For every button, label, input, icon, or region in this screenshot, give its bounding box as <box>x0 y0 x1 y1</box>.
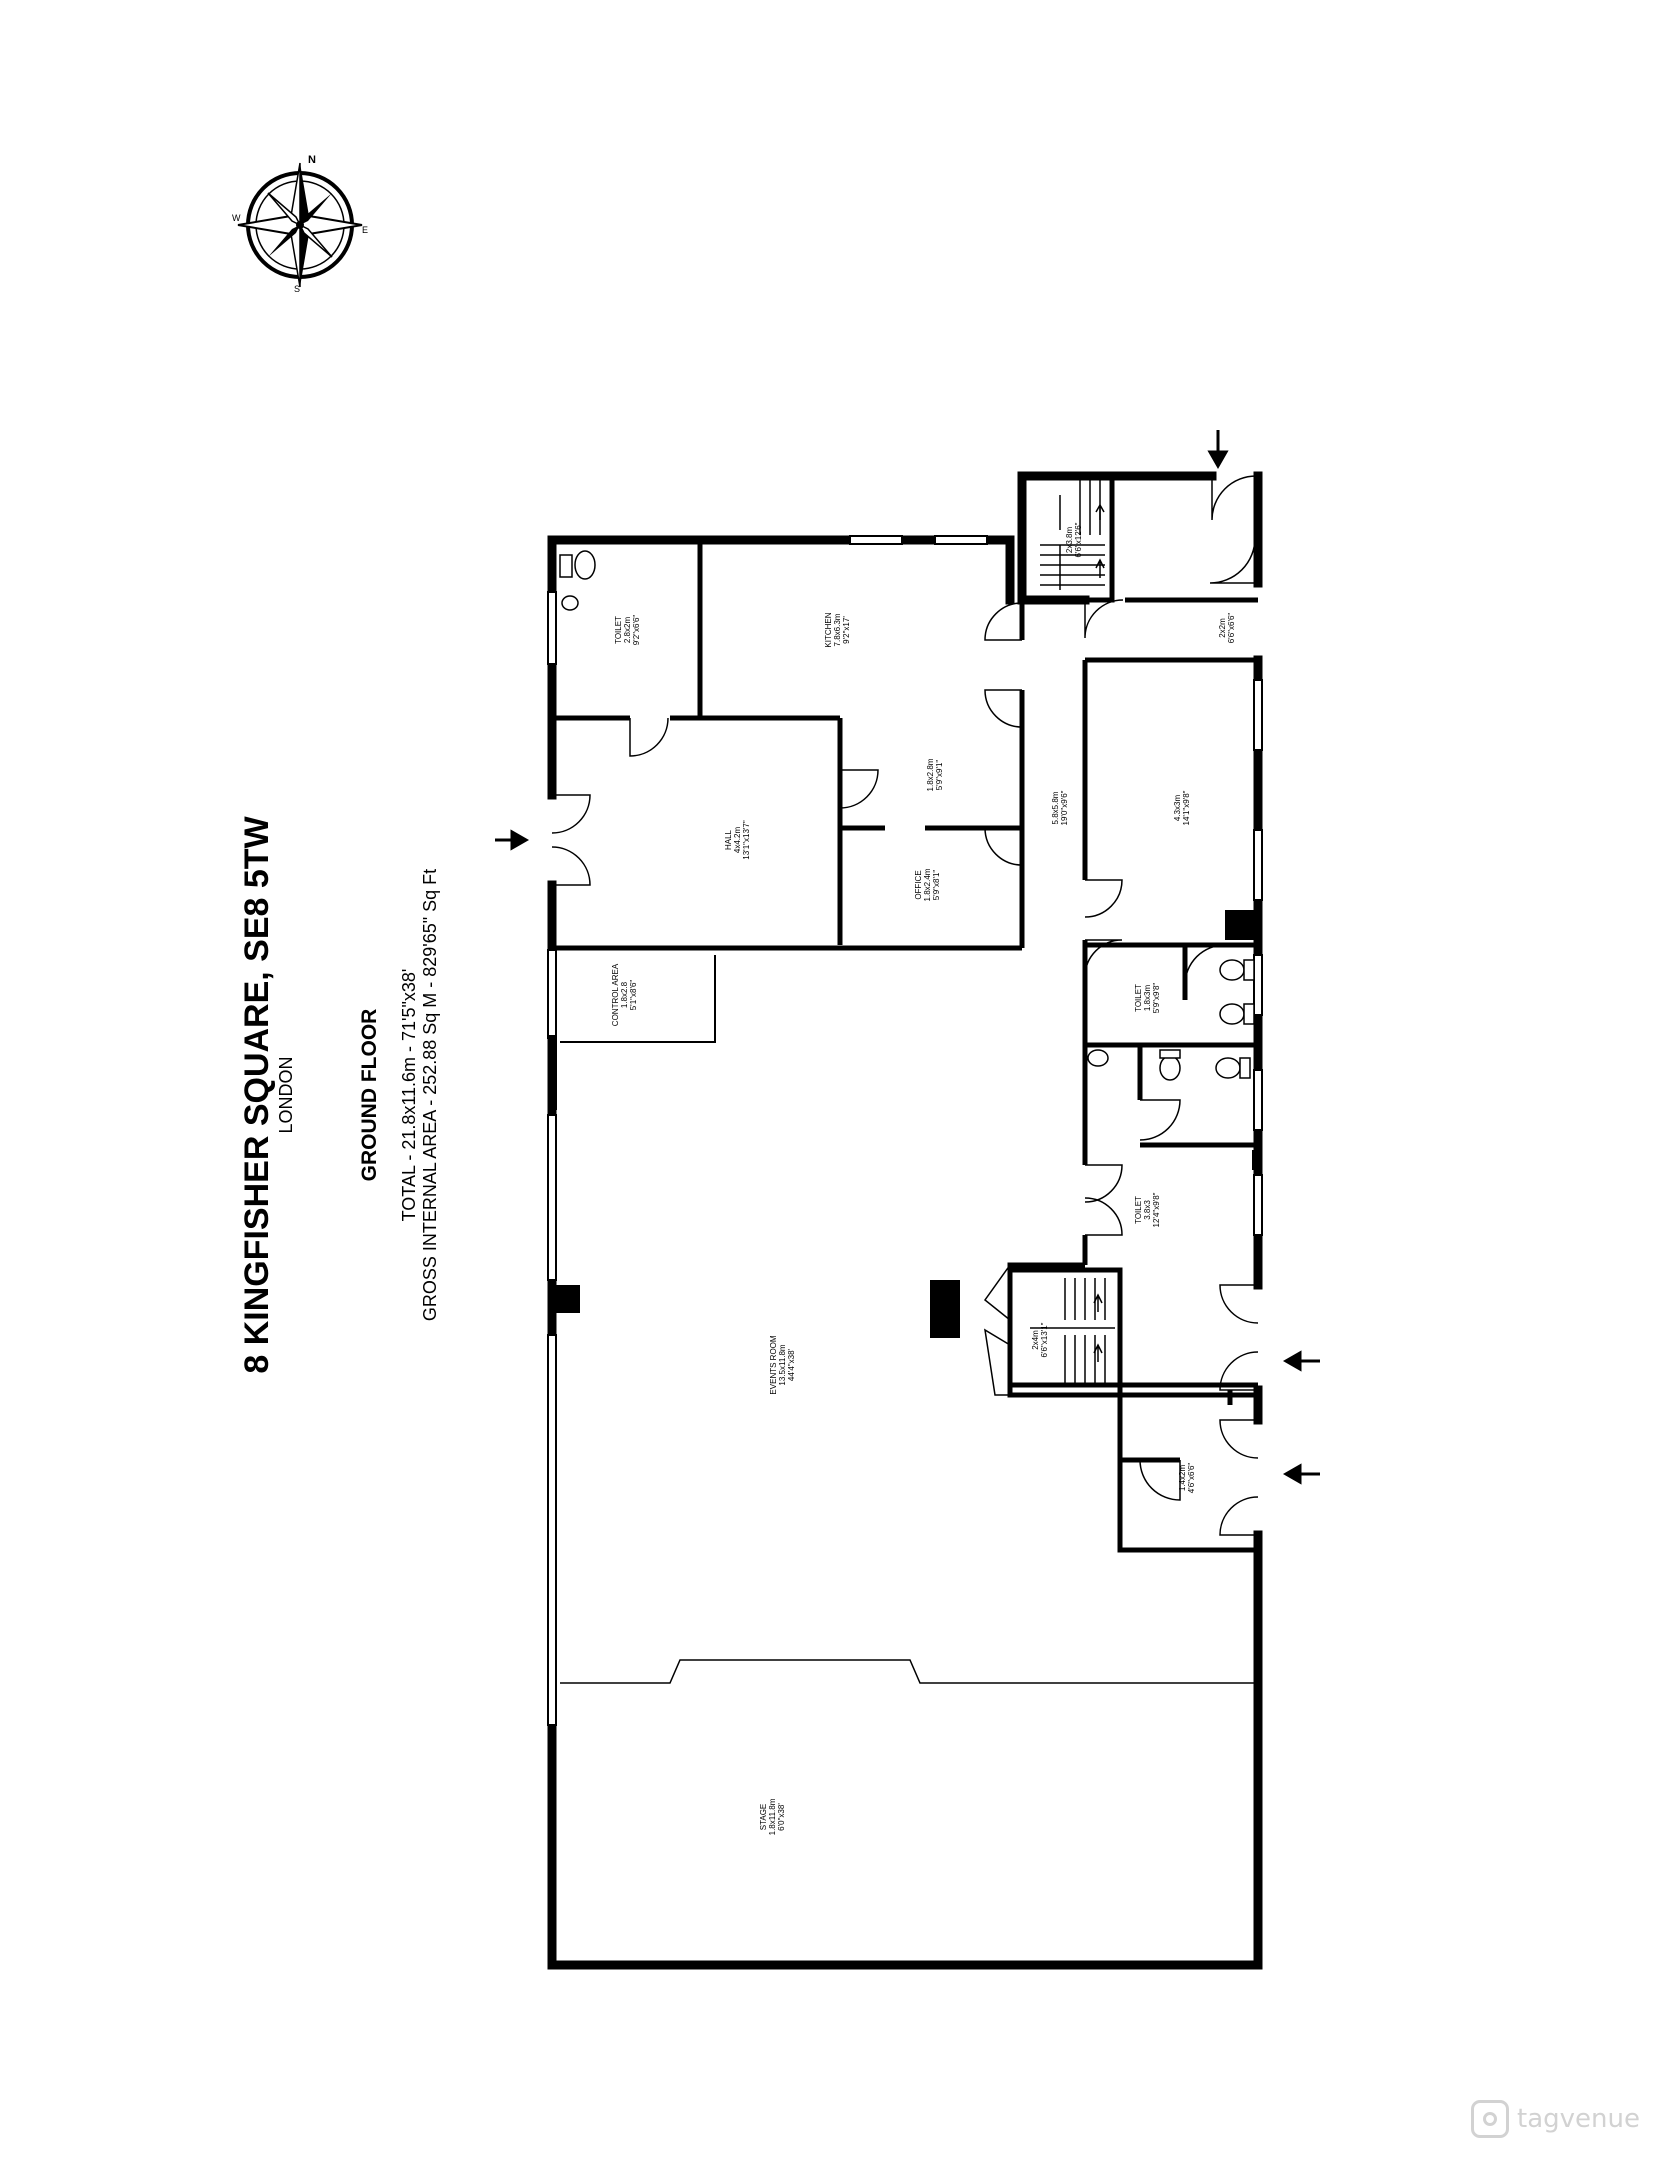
svg-text:6'6"x13'1": 6'6"x13'1" <box>1040 1322 1049 1357</box>
watermark-text: tagvenue <box>1517 2104 1640 2134</box>
room-toilet-1: TOILET 2.8x2m 9'2"x6'6" <box>614 615 641 646</box>
room-control-area: CONTROL AREA 1.8x2.8 5'1"x8'6" <box>611 963 638 1026</box>
svg-text:5.8x5.8m: 5.8x5.8m <box>1051 791 1060 824</box>
svg-text:6'6"x6'6": 6'6"x6'6" <box>1227 613 1236 644</box>
compass-w: W <box>232 213 241 223</box>
svg-text:TOILET: TOILET <box>614 616 623 644</box>
svg-text:13.5x11.8m: 13.5x11.8m <box>778 1344 787 1386</box>
svg-text:4x4.2m: 4x4.2m <box>733 827 742 854</box>
svg-text:7.8x6.3m: 7.8x6.3m <box>833 613 842 646</box>
room-kitchen: KITCHEN 7.8x6.3m 9'2"x17' <box>824 612 851 647</box>
entrance-arrows <box>495 430 1320 1485</box>
svg-text:6'0"x38': 6'0"x38' <box>777 1803 786 1831</box>
svg-text:2x4m: 2x4m <box>1031 1330 1040 1350</box>
svg-text:1.8x2.8: 1.8x2.8 <box>620 981 629 1008</box>
svg-text:12'4"x9'8": 12'4"x9'8" <box>1152 1192 1161 1227</box>
svg-text:4'6"x6'6": 4'6"x6'6" <box>1187 1463 1196 1494</box>
room-stage: STAGE 1.8x11.8m 6'0"x38' <box>759 1798 786 1835</box>
compass-e: E <box>362 225 368 235</box>
compass-n: N <box>308 154 316 166</box>
svg-text:3.8x3: 3.8x3 <box>1143 1200 1152 1220</box>
svg-text:1.4x2m: 1.4x2m <box>1178 1465 1187 1492</box>
room-events: EVENTS ROOM 13.5x11.8m 44'4"x38' <box>769 1335 796 1394</box>
room-toilet-2: TOILET 1.8x3m 5'9"x9'8" <box>1134 983 1161 1014</box>
svg-text:OFFICE: OFFICE <box>914 870 923 899</box>
svg-text:1.8x2.8m: 1.8x2.8m <box>926 758 935 791</box>
svg-text:14'1"x9'8": 14'1"x9'8" <box>1182 790 1191 825</box>
gross-internal-area: GROSS INTERNAL AREA - 252.88 Sq M - 829'… <box>420 869 440 1321</box>
sanitary-fixtures <box>559 550 1255 1081</box>
plan-header: 8 KINGFISHER SQUARE, SE8 5TW LONDON GROU… <box>238 815 440 1373</box>
compass-rose-icon: N E S W <box>232 154 368 294</box>
control-area-partition <box>560 955 716 1043</box>
svg-text:5'9"x9'1": 5'9"x9'1" <box>935 760 944 791</box>
floor-label: GROUND FLOOR <box>358 1009 381 1182</box>
watermark: tagvenue <box>1471 2100 1640 2138</box>
address-title: 8 KINGFISHER SQUARE, SE8 5TW <box>238 815 276 1373</box>
room-hall: HALL 4x4.2m 13'1"x13'7" <box>724 820 751 860</box>
svg-text:13'1"x13'7": 13'1"x13'7" <box>742 820 751 860</box>
city-label: LONDON <box>276 1056 296 1133</box>
room-stair-bottom: 2x4m 6'6"x13'1" <box>1031 1322 1049 1357</box>
svg-text:STAGE: STAGE <box>759 1804 768 1831</box>
windows <box>547 535 1263 1726</box>
compass-s: S <box>294 284 300 294</box>
svg-text:TOILET: TOILET <box>1134 984 1143 1012</box>
svg-text:KITCHEN: KITCHEN <box>824 612 833 647</box>
svg-text:1.8x11.8m: 1.8x11.8m <box>768 1798 777 1835</box>
stair-bottom <box>1007 1267 1123 1398</box>
svg-text:9'2"x17': 9'2"x17' <box>842 616 851 644</box>
room-corridor: 5.8x5.8m 19'0"x9'6" <box>1051 790 1069 825</box>
svg-text:6'6"x12'6": 6'6"x12'6" <box>1074 522 1083 557</box>
svg-text:1.8x3m: 1.8x3m <box>1143 985 1152 1012</box>
svg-text:9'2"x6'6": 9'2"x6'6" <box>632 615 641 646</box>
total-dimensions: TOTAL - 21.8x11.6m - 71'5"x38' <box>399 969 419 1222</box>
interior-walls <box>552 540 1258 1553</box>
room-b: 4.3x3m 14'1"x9'8" <box>1173 790 1191 825</box>
stair-top <box>1019 473 1115 603</box>
structural-columns <box>548 910 1260 1338</box>
room-lobby: 1.4x2m 4'6"x6'6" <box>1178 1463 1196 1494</box>
svg-text:2x2m: 2x2m <box>1218 618 1227 638</box>
svg-text:HALL: HALL <box>724 829 733 850</box>
tagvenue-logo-icon <box>1471 2100 1510 2138</box>
room-landing: 2x2m 6'6"x6'6" <box>1218 613 1236 644</box>
room-labels: 2x3.8m 6'6"x12'6" 2x2m 6'6"x6'6" TOILET … <box>611 522 1236 1835</box>
svg-text:TOILET: TOILET <box>1134 1196 1143 1224</box>
room-toilet-3: TOILET 3.8x3 12'4"x9'8" <box>1134 1192 1161 1227</box>
svg-text:2.8x2m: 2.8x2m <box>623 617 632 644</box>
svg-text:5'9"x8'1": 5'9"x8'1" <box>932 870 941 901</box>
room-stair-top: 2x3.8m 6'6"x12'6" <box>1065 522 1083 557</box>
svg-text:1.8x2.4m: 1.8x2.4m <box>923 868 932 901</box>
svg-text:44'4"x38': 44'4"x38' <box>787 1348 796 1381</box>
doors <box>551 475 1259 1536</box>
svg-text:5'9"x9'8": 5'9"x9'8" <box>1152 983 1161 1014</box>
room-a: 1.8x2.8m 5'9"x9'1" <box>926 758 944 791</box>
stage-edge <box>560 1659 1255 1684</box>
svg-text:CONTROL AREA: CONTROL AREA <box>611 963 620 1026</box>
svg-text:19'0"x9'6": 19'0"x9'6" <box>1060 790 1069 825</box>
svg-text:4.3x3m: 4.3x3m <box>1173 795 1182 822</box>
svg-text:EVENTS ROOM: EVENTS ROOM <box>769 1335 778 1394</box>
svg-text:5'1"x8'6": 5'1"x8'6" <box>629 980 638 1011</box>
svg-text:2x3.8m: 2x3.8m <box>1065 527 1074 554</box>
room-office: OFFICE 1.8x2.4m 5'9"x8'1" <box>914 868 941 901</box>
